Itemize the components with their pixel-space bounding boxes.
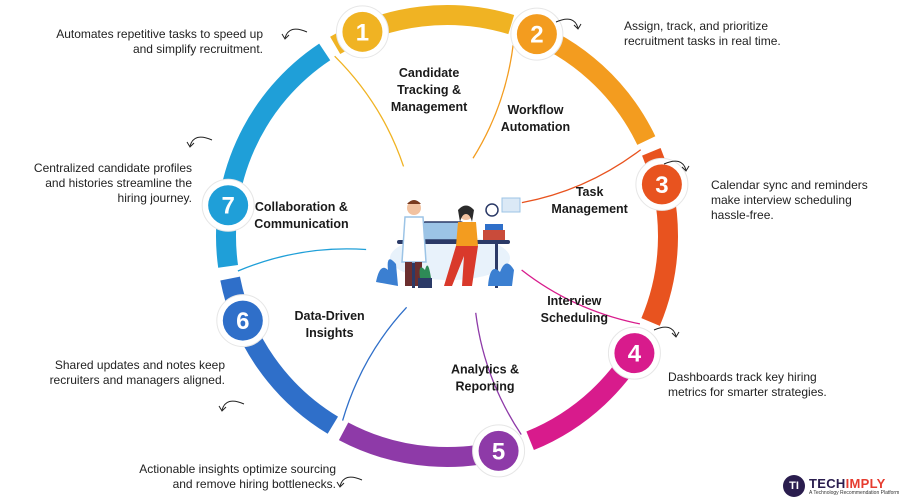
wheel-dividers [237,34,642,435]
curl-arrows [186,18,690,488]
segment-title-5: Analytics & Reporting [451,362,519,393]
segment-badge-2: 2 [510,7,564,61]
curl-arrow-2 [281,28,308,40]
techimply-logo-mark: TI [783,475,805,497]
curl-arrow-1 [186,136,213,148]
curl-arrow-4 [663,160,690,172]
segment-badges: 1 2 3 4 5 6 7 [201,5,689,478]
techimply-tagline: A Technology Recommendation Platform [809,489,900,496]
segment-badge-number: 5 [492,438,505,465]
segment-badge-number: 1 [356,19,369,46]
segment-divider-4 [521,269,641,325]
segment-badge-5: 5 [472,424,526,478]
segment-title-line: Management [391,100,468,114]
description-candidate-tracking: Centralized candidate profiles and histo… [33,161,192,205]
segment-title-line: Scheduling [541,311,608,325]
segment-badge-6: 6 [216,294,270,348]
center-office-illustration [376,197,521,288]
segment-badge-number: 3 [655,172,668,199]
techimply-brand: TECHIMPLY [809,475,886,491]
segment-title-line: Tracking & [397,83,461,97]
segment-title-line: Automation [501,120,570,134]
curl-arrow-3 [555,18,582,30]
segment-title-line: Interview [547,294,601,308]
curl-arrow-7 [218,400,245,412]
description-data-driven-insights: Actionable insights optimize sourcing an… [139,462,336,491]
techimply-logo: TI TECHIMPLY A Technology Recommendation… [783,474,899,498]
segment-title-line: Candidate [399,66,459,80]
description-interview-scheduling: Calendar sync and reminders make intervi… [711,178,868,222]
segment-arc-7 [216,43,331,268]
segment-title-7: Collaboration & Communication [254,200,348,231]
segment-badge-number: 6 [236,308,249,335]
description-analytics-reporting: Dashboards track key hiring metrics for … [668,370,827,399]
segment-title-line: Reporting [456,379,515,393]
segment-title-line: Collaboration & [255,200,348,214]
curl-arrow-5 [653,326,680,338]
segment-divider-2 [472,34,515,159]
segment-divider-1 [334,55,405,167]
segment-badge-4: 4 [607,326,661,380]
segment-title-line: Management [551,202,628,216]
segment-badge-1: 1 [335,5,389,59]
curl-arrow-6 [336,476,363,488]
segment-badge-number: 4 [628,341,642,368]
techimply-logo-text: TECHIMPLY A Technology Recommendation Pl… [809,477,899,496]
segment-title-line: Insights [306,326,354,340]
segment-badge-number: 2 [530,22,543,49]
description-workflow-automation: Automates repetitive tasks to speed up a… [56,27,263,56]
segment-title-line: Workflow [507,103,563,117]
segment-badge-7: 7 [201,178,255,232]
description-task-management: Assign, track, and prioritize recruitmen… [624,19,781,48]
description-collaboration: Shared updates and notes keep recruiters… [49,358,225,387]
segment-divider-5 [475,312,522,435]
segment-badge-number: 7 [221,193,234,220]
segment-divider-3 [521,149,642,204]
segment-title-line: Data-Driven [295,309,365,323]
segment-title-line: Communication [254,217,348,231]
segment-divider-7 [237,248,367,272]
segment-title-line: Analytics & [451,362,519,376]
segment-title-line: Task [576,185,604,199]
segment-badge-3: 3 [635,157,689,211]
segment-divider-6 [341,306,408,421]
